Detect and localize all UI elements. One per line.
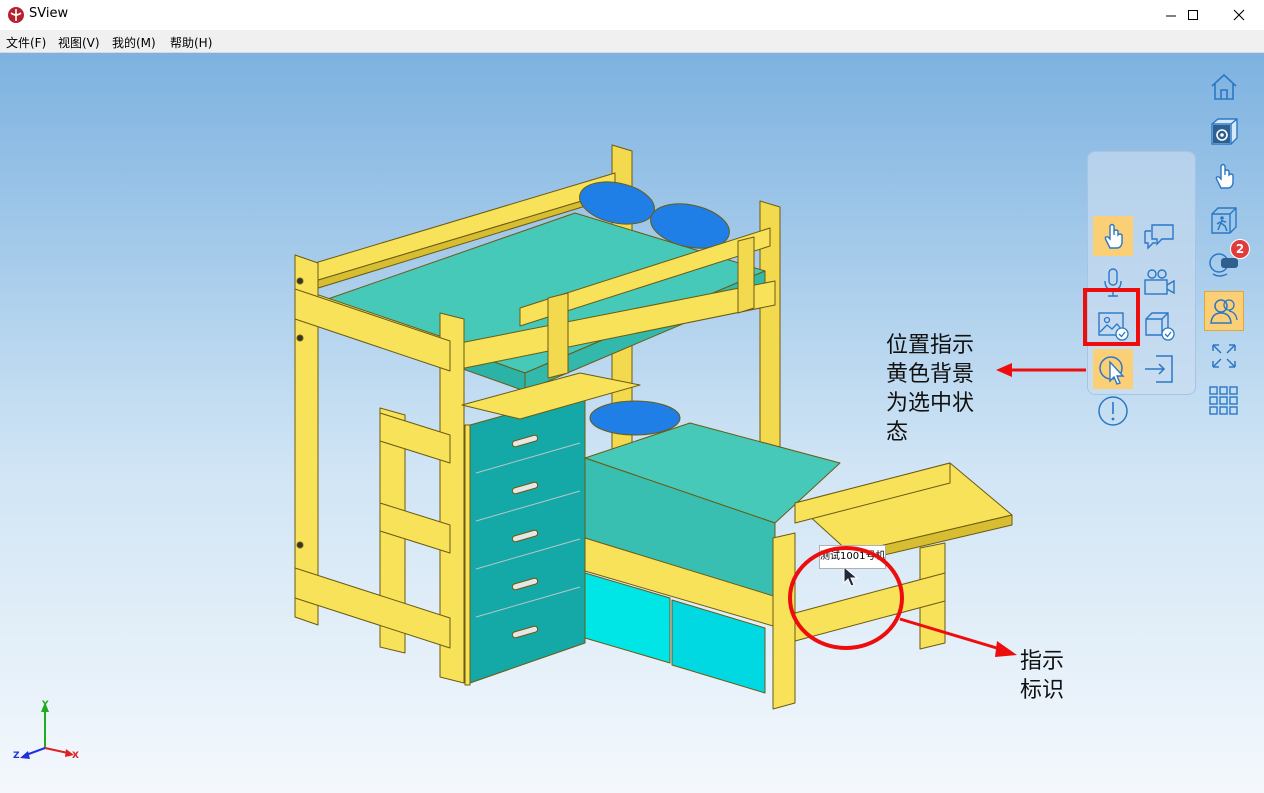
- position-pointer-icon: [1099, 356, 1125, 385]
- maximize-button[interactable]: [1170, 0, 1216, 30]
- fullscreen-expand-icon: [1212, 344, 1236, 368]
- axis-label-x: X: [72, 751, 79, 761]
- title-bar: SView: [0, 0, 1264, 30]
- menu-view[interactable]: 视图(V): [58, 36, 100, 50]
- highlight-circle: [788, 546, 904, 650]
- panel-cube-check-button[interactable]: [1139, 306, 1179, 346]
- close-icon: [1233, 9, 1245, 21]
- home-button[interactable]: [1204, 67, 1244, 107]
- alert-circle-icon: [1098, 396, 1128, 426]
- app-logo-icon: [8, 7, 24, 23]
- exit-arrow-icon: [1145, 355, 1173, 383]
- axis-label-z: Z: [13, 751, 20, 761]
- menu-help[interactable]: 帮助(H): [170, 36, 213, 50]
- pan-button[interactable]: [1204, 156, 1244, 196]
- panel-exit-button[interactable]: [1139, 349, 1179, 389]
- users-icon: [1210, 299, 1238, 324]
- users-button[interactable]: [1204, 291, 1244, 331]
- left-arrow: [996, 363, 1086, 377]
- comment-bubbles-icon: [1144, 224, 1174, 250]
- mouse-cursor-icon: [843, 565, 859, 587]
- hand-pointer-icon: [1215, 163, 1234, 189]
- cube-settings-icon: [1211, 118, 1238, 145]
- selected-state-note: 位置指示 黄色背景 为选中状 态: [886, 331, 974, 447]
- grid-apps-icon: [1209, 386, 1238, 415]
- maximize-icon: [1187, 9, 1198, 20]
- panel-image-check-button[interactable]: [1093, 306, 1133, 346]
- note-line: 标识: [1020, 678, 1065, 703]
- right-arrow: [899, 617, 1017, 657]
- selected-highlight-frame: [1083, 288, 1140, 346]
- 3d-viewport[interactable]: Y X Z 测试1001号机 位置指示 黄色背景 为选中状 态 指示 标识: [0, 53, 1264, 793]
- vr-button[interactable]: [1204, 245, 1244, 285]
- panel-position-indicator-button[interactable]: [1093, 349, 1133, 389]
- users-count-badge: 2: [1230, 239, 1250, 259]
- menu-file[interactable]: 文件(F): [6, 36, 47, 50]
- note-line: 为选中状: [886, 391, 975, 416]
- apps-grid-button[interactable]: [1204, 381, 1244, 421]
- cube-check-icon: [1145, 312, 1175, 341]
- axis-label-y: Y: [42, 700, 49, 710]
- minimize-button[interactable]: [1148, 0, 1194, 30]
- panel-comment-button[interactable]: [1139, 216, 1179, 256]
- note-line: 位置指示: [886, 333, 975, 358]
- minimize-icon: [1165, 15, 1176, 16]
- close-button[interactable]: [1216, 0, 1262, 30]
- note-line: 黄色背景: [886, 362, 975, 387]
- panel-alert-button[interactable]: [1093, 391, 1133, 431]
- menu-mine[interactable]: 我的(M): [112, 36, 156, 50]
- model-settings-button[interactable]: [1204, 112, 1244, 152]
- axis-gizmo: [20, 702, 74, 759]
- menu-bar: 文件(F) 视图(V) 我的(M) 帮助(H): [0, 30, 1264, 53]
- bunk-bed-model[interactable]: [0, 53, 1264, 793]
- fullscreen-button[interactable]: [1204, 336, 1244, 376]
- walkthrough-cube-icon: [1211, 207, 1237, 234]
- home-icon: [1211, 73, 1237, 100]
- note-line: 指示: [1020, 649, 1065, 674]
- vr-headset-icon: [1209, 253, 1238, 277]
- video-camera-users-icon: [1144, 269, 1175, 295]
- window-title: SView: [29, 6, 69, 21]
- walkthrough-button[interactable]: [1204, 201, 1244, 241]
- image-check-icon: [1098, 312, 1129, 341]
- panel-video-button[interactable]: [1139, 262, 1179, 302]
- panel-pan-button[interactable]: [1093, 216, 1133, 256]
- note-line: 态: [886, 420, 909, 445]
- indicator-note: 指示 标识: [1020, 647, 1064, 705]
- hand-pointer-icon: [1104, 223, 1123, 249]
